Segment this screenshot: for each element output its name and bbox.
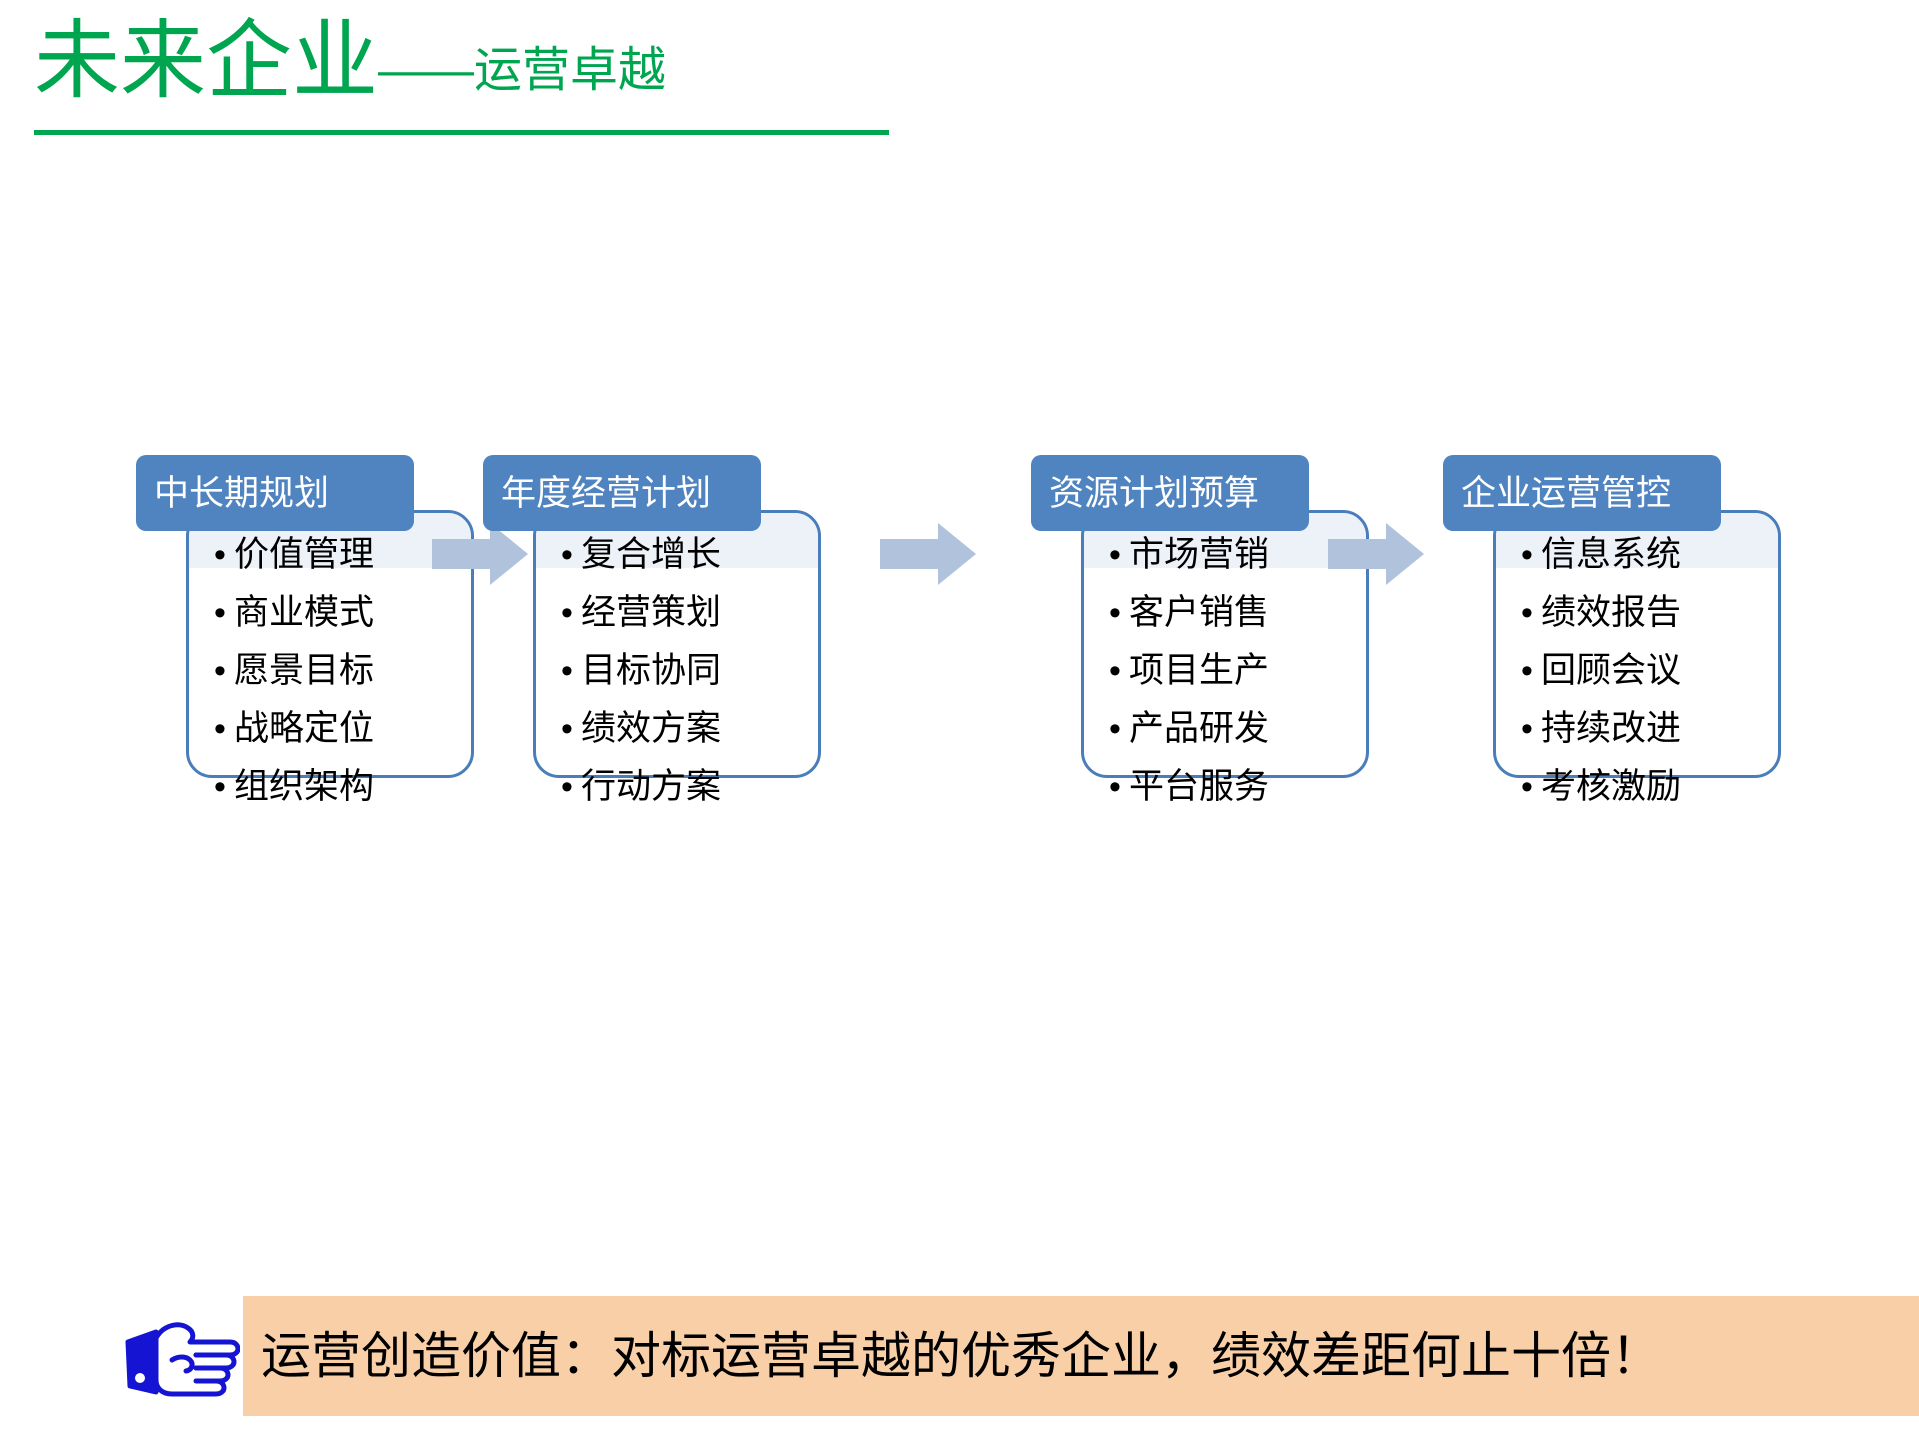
bullet-icon: •: [561, 767, 573, 806]
list-item: •复合增长: [561, 537, 811, 572]
bullet-icon: •: [1521, 709, 1533, 748]
bullet-icon: •: [1109, 709, 1121, 748]
title-subtitle-text: ——运营卓越: [378, 44, 667, 97]
flow-group-3-list: •市场营销 •客户销售 •项目生产 •产品研发 •平台服务: [1109, 537, 1359, 827]
list-item-label: 平台服务: [1129, 767, 1270, 806]
list-item-label: 复合增长: [581, 535, 722, 574]
list-item: •行动方案: [561, 769, 811, 804]
list-item-label: 经营策划: [581, 593, 722, 632]
flow-group-1-list: •价值管理 •商业模式 •愿景目标 •战略定位 •组织架构: [214, 537, 464, 827]
list-item: •产品研发: [1109, 711, 1359, 746]
bullet-icon: •: [1109, 593, 1121, 632]
flow-group-3[interactable]: 资源计划预算 •市场营销 •客户销售 •项目生产 •产品研发 •平台服务: [1031, 455, 1403, 804]
bullet-icon: •: [561, 535, 573, 574]
list-item-label: 战略定位: [234, 709, 375, 748]
list-item: •绩效报告: [1521, 595, 1771, 630]
right-block-arrow-icon: [1328, 523, 1424, 585]
list-item: •商业模式: [214, 595, 464, 630]
list-item: •绩效方案: [561, 711, 811, 746]
list-item-label: 回顾会议: [1541, 651, 1682, 690]
bullet-icon: •: [214, 767, 226, 806]
list-item-label: 目标协同: [581, 651, 722, 690]
list-item-label: 行动方案: [581, 767, 722, 806]
list-item-label: 组织架构: [234, 767, 375, 806]
callout-text: 运营创造价值：对标运营卓越的优秀企业，绩效差距何止十倍！: [261, 1328, 1661, 1384]
right-block-arrow-icon: [432, 523, 528, 585]
list-item: •市场营销: [1109, 537, 1359, 572]
flow-group-4[interactable]: 企业运营管控 •信息系统 •绩效报告 •回顾会议 •持续改进 •考核激励: [1443, 455, 1815, 804]
pointing-hand-icon: [122, 1316, 240, 1398]
flow-group-2[interactable]: 年度经营计划 •复合增长 •经营策划 •目标协同 •绩效方案 •行动方案: [483, 455, 855, 804]
list-item-label: 商业模式: [234, 593, 375, 632]
bullet-icon: •: [1521, 593, 1533, 632]
list-item: •项目生产: [1109, 653, 1359, 688]
title-line: 未来企业 ——运营卓越: [34, 18, 914, 104]
list-item: •价值管理: [214, 537, 464, 572]
list-item-label: 市场营销: [1129, 535, 1270, 574]
list-item: •目标协同: [561, 653, 811, 688]
list-item: •信息系统: [1521, 537, 1771, 572]
list-item: •愿景目标: [214, 653, 464, 688]
bullet-icon: •: [561, 651, 573, 690]
list-item-label: 持续改进: [1541, 709, 1682, 748]
flow-group-4-header[interactable]: 企业运营管控: [1443, 455, 1721, 531]
list-item: •平台服务: [1109, 769, 1359, 804]
list-item: •回顾会议: [1521, 653, 1771, 688]
bullet-icon: •: [1109, 535, 1121, 574]
list-item: •持续改进: [1521, 711, 1771, 746]
list-item-label: 项目生产: [1129, 651, 1270, 690]
list-item-label: 考核激励: [1541, 767, 1682, 806]
flow-group-3-header-label: 资源计划预算: [1049, 473, 1260, 513]
page-title: 未来企业 ——运营卓越: [34, 18, 914, 135]
flow-group-2-header-label: 年度经营计划: [501, 473, 712, 513]
right-block-arrow-icon: [880, 523, 976, 585]
list-item: •战略定位: [214, 711, 464, 746]
list-item-label: 产品研发: [1129, 709, 1270, 748]
flow-group-3-header[interactable]: 资源计划预算: [1031, 455, 1309, 531]
list-item-label: 信息系统: [1541, 535, 1682, 574]
bullet-icon: •: [1109, 767, 1121, 806]
title-underline-rule: [34, 130, 889, 135]
list-item-label: 客户销售: [1129, 593, 1270, 632]
list-item-label: 愿景目标: [234, 651, 375, 690]
bullet-icon: •: [214, 651, 226, 690]
bullet-icon: •: [214, 535, 226, 574]
list-item-label: 价值管理: [234, 535, 375, 574]
flow-group-2-list: •复合增长 •经营策划 •目标协同 •绩效方案 •行动方案: [561, 537, 811, 827]
bullet-icon: •: [1109, 651, 1121, 690]
list-item: •经营策划: [561, 595, 811, 630]
flow-group-4-list: •信息系统 •绩效报告 •回顾会议 •持续改进 •考核激励: [1521, 537, 1771, 827]
title-main-text: 未来企业: [34, 13, 378, 109]
bullet-icon: •: [561, 593, 573, 632]
list-item: •考核激励: [1521, 769, 1771, 804]
process-flow: 中长期规划 •价值管理 •商业模式 •愿景目标 •战略定位 •组织架构 年度经营…: [0, 455, 1919, 804]
list-item-label: 绩效报告: [1541, 593, 1682, 632]
bullet-icon: •: [214, 709, 226, 748]
list-item: •客户销售: [1109, 595, 1359, 630]
flow-group-1-header-label: 中长期规划: [154, 473, 330, 513]
flow-group-1-header[interactable]: 中长期规划: [136, 455, 414, 531]
bullet-icon: •: [561, 709, 573, 748]
flow-group-2-header[interactable]: 年度经营计划: [483, 455, 761, 531]
bullet-icon: •: [1521, 651, 1533, 690]
bullet-icon: •: [1521, 767, 1533, 806]
callout-banner: 运营创造价值：对标运营卓越的优秀企业，绩效差距何止十倍！: [0, 1296, 1919, 1416]
list-item: •组织架构: [214, 769, 464, 804]
flow-group-1[interactable]: 中长期规划 •价值管理 •商业模式 •愿景目标 •战略定位 •组织架构: [136, 455, 508, 804]
flow-group-4-header-label: 企业运营管控: [1461, 473, 1672, 513]
bullet-icon: •: [214, 593, 226, 632]
bullet-icon: •: [1521, 535, 1533, 574]
list-item-label: 绩效方案: [581, 709, 722, 748]
callout-band: 运营创造价值：对标运营卓越的优秀企业，绩效差距何止十倍！: [243, 1296, 1919, 1416]
